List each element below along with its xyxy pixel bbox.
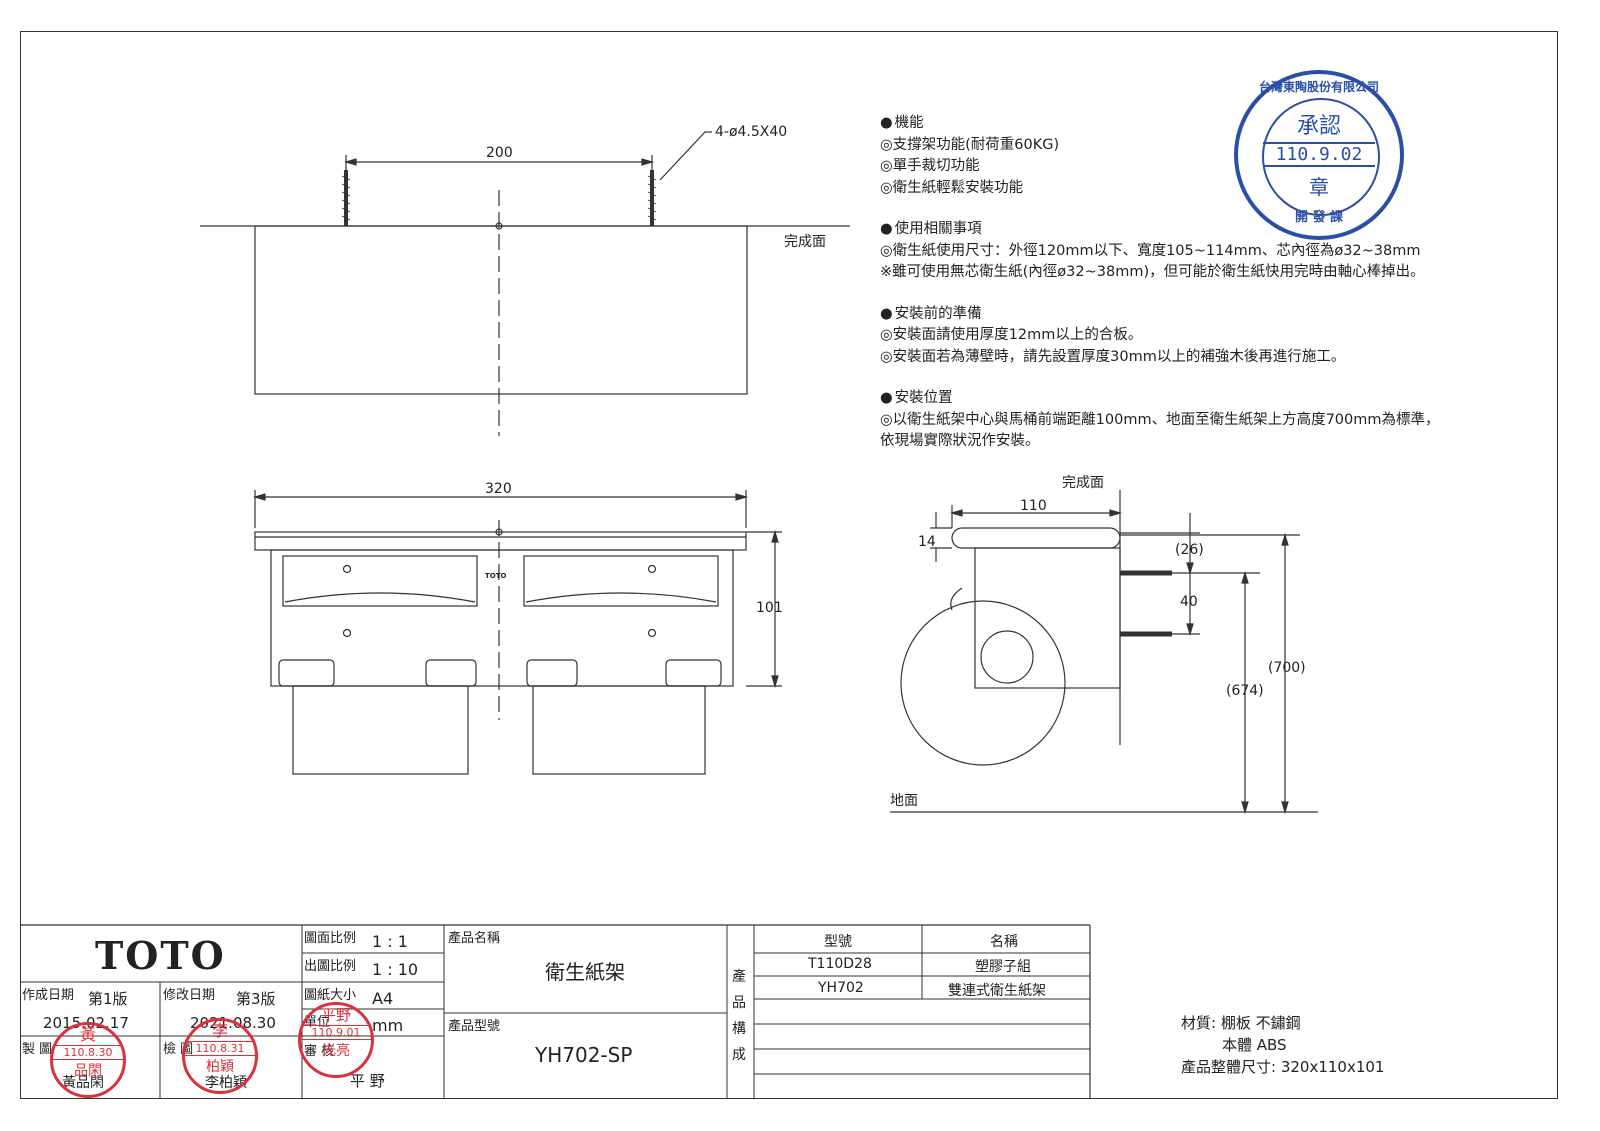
material-label: 材質: 棚板 不鏽鋼 (1181, 1014, 1301, 1032)
screw-spec-label: 4-ø4.5X40 (715, 124, 788, 140)
note-line: ◎以衛生紙架中心與馬桶前端距離100mm、地面至衛生紙架上方高度700mm為標準… (880, 411, 1440, 428)
col-name-header: 名稱 (990, 934, 1018, 950)
note-line: ◎安裝面若為薄壁時，請先設置厚度30mm以上的補強木後再進行施工。 (880, 348, 1346, 365)
table-row: YH702 (818, 980, 864, 996)
modified-version: 第3版 (236, 990, 276, 1008)
notes-function: 機能 ◎支撐架功能(耐荷重60KG) ◎單手裁切功能 ◎衛生紙輕鬆安裝功能 (880, 113, 1440, 199)
checked-stamp: 李 110.8.31 柏穎 (182, 1018, 258, 1094)
created-version: 第1版 (88, 990, 128, 1008)
review-stamp-date: 110.9.01 (301, 1025, 371, 1040)
drawn-stamp-top: 黃 (79, 1025, 96, 1044)
screw-left-icon (341, 170, 351, 226)
note-line: ◎衛生紙使用尺寸：外徑120mm以下、寬度105~114mm、芯內徑為ø32~3… (880, 242, 1421, 259)
note-line: ◎支撐架功能(耐荷重60KG) (880, 136, 1060, 153)
composition-label: 產品構成 (732, 969, 746, 1063)
created-label: 作成日期 (22, 988, 75, 1003)
table-row: T110D28 (808, 956, 872, 972)
notes-heading: 使用相關事項 (880, 219, 1440, 241)
product-model: YH702-SP (535, 1043, 633, 1067)
modified-label: 修改日期 (163, 988, 216, 1003)
review-stamp-bottom: 光亮 (322, 1043, 350, 1059)
note-line: ◎安裝面請使用厚度12mm以上的合板。 (880, 327, 1143, 343)
front-view (252, 490, 782, 775)
approval-dept: 開 發 課 (1294, 210, 1344, 225)
drawing-sheet (20, 31, 1558, 1099)
print-scale-value: 1 : 10 (372, 960, 419, 979)
approval-mark: 章 (1309, 175, 1329, 199)
checked-stamp-bottom: 柏穎 (206, 1059, 234, 1075)
dim-320: 320 (485, 481, 512, 497)
approval-title: 承認 (1296, 114, 1341, 139)
drawn-stamp-bottom: 品閑 (74, 1063, 102, 1079)
notes-usage: 使用相關事項 ◎衛生紙使用尺寸：外徑120mm以下、寬度105~114mm、芯內… (880, 219, 1440, 284)
body-material: 本體 ABS (1222, 1036, 1287, 1054)
toto-logo: TOTO (95, 933, 226, 978)
unit-value: mm (372, 1016, 404, 1035)
paper-value: A4 (372, 989, 394, 1008)
dim-200: 200 (486, 145, 513, 161)
dim-110: 110 (1020, 498, 1047, 514)
col-model-header: 型號 (824, 934, 852, 950)
paper-label: 圖紙大小 (304, 988, 357, 1003)
drawn-stamp: 黃 110.8.30 品閑 (50, 1022, 126, 1098)
brand-mark-on-product: TOTO (485, 572, 507, 580)
notes-heading: 機能 (880, 113, 1440, 135)
dim-674: (674) (1226, 683, 1264, 699)
screw-right-icon (647, 170, 657, 226)
checked-stamp-top: 李 (211, 1021, 228, 1040)
notes-preparation: 安裝前的準備 ◎安裝面請使用厚度12mm以上的合板。 ◎安裝面若為薄壁時，請先設… (880, 304, 1440, 369)
overall-size: 產品整體尺寸: 320x110x101 (1181, 1058, 1385, 1076)
checked-stamp-date: 110.8.31 (185, 1041, 255, 1056)
approval-company: 台灣東陶股份有限公司 (1258, 80, 1379, 94)
drawn-label: 製 圖 (22, 1042, 53, 1057)
table-row: 雙連式衛生紙架 (948, 983, 1046, 999)
scale-label: 圖面比例 (304, 931, 357, 946)
table-row: 塑膠子組 (975, 959, 1031, 975)
spec-notes: 機能 ◎支撐架功能(耐荷重60KG) ◎單手裁切功能 ◎衛生紙輕鬆安裝功能 使用… (880, 113, 1440, 473)
notes-position: 安裝位置 ◎以衛生紙架中心與馬桶前端距離100mm、地面至衛生紙架上方高度700… (880, 388, 1440, 453)
dim-101: 101 (756, 600, 783, 616)
approval-stamp: 台灣東陶股份有限公司 承認 110.9.02 章 開 發 課 (1234, 70, 1404, 240)
dim-26: (26) (1175, 542, 1204, 558)
product-name-label: 產品名稱 (448, 931, 501, 946)
note-line: ※雖可使用無芯衛生紙(內徑ø32~38mm)，但可能於衛生紙快用完時由軸心棒掉出… (880, 264, 1425, 280)
review-name: 平 野 (350, 1072, 385, 1090)
floor-label: 地面 (890, 793, 918, 809)
drawn-stamp-date: 110.8.30 (53, 1045, 123, 1060)
note-line: ◎衛生紙輕鬆安裝功能 (880, 179, 1024, 196)
print-scale-label: 出圖比例 (304, 959, 357, 974)
side-finish-surface-label: 完成面 (1062, 475, 1104, 491)
review-stamp-top: 平野 (320, 1006, 351, 1024)
note-line: 依現場實際狀況作安裝。 (880, 433, 1040, 449)
product-model-label: 產品型號 (448, 1019, 501, 1034)
top-view (200, 131, 850, 436)
review-stamp: 平野 110.9.01 光亮 (298, 1002, 374, 1078)
note-line: ◎單手裁切功能 (880, 158, 980, 174)
dim-700: (700) (1268, 660, 1306, 676)
notes-heading: 安裝前的準備 (880, 304, 1440, 326)
scale-value: 1 : 1 (372, 932, 408, 951)
notes-heading: 安裝位置 (880, 388, 1440, 410)
approval-date: 110.9.02 (1263, 142, 1375, 167)
dim-14: 14 (918, 534, 936, 550)
dim-40: 40 (1180, 594, 1198, 610)
product-name: 衛生紙架 (545, 960, 625, 984)
side-view (890, 490, 1318, 815)
finish-surface-label: 完成面 (784, 234, 826, 250)
